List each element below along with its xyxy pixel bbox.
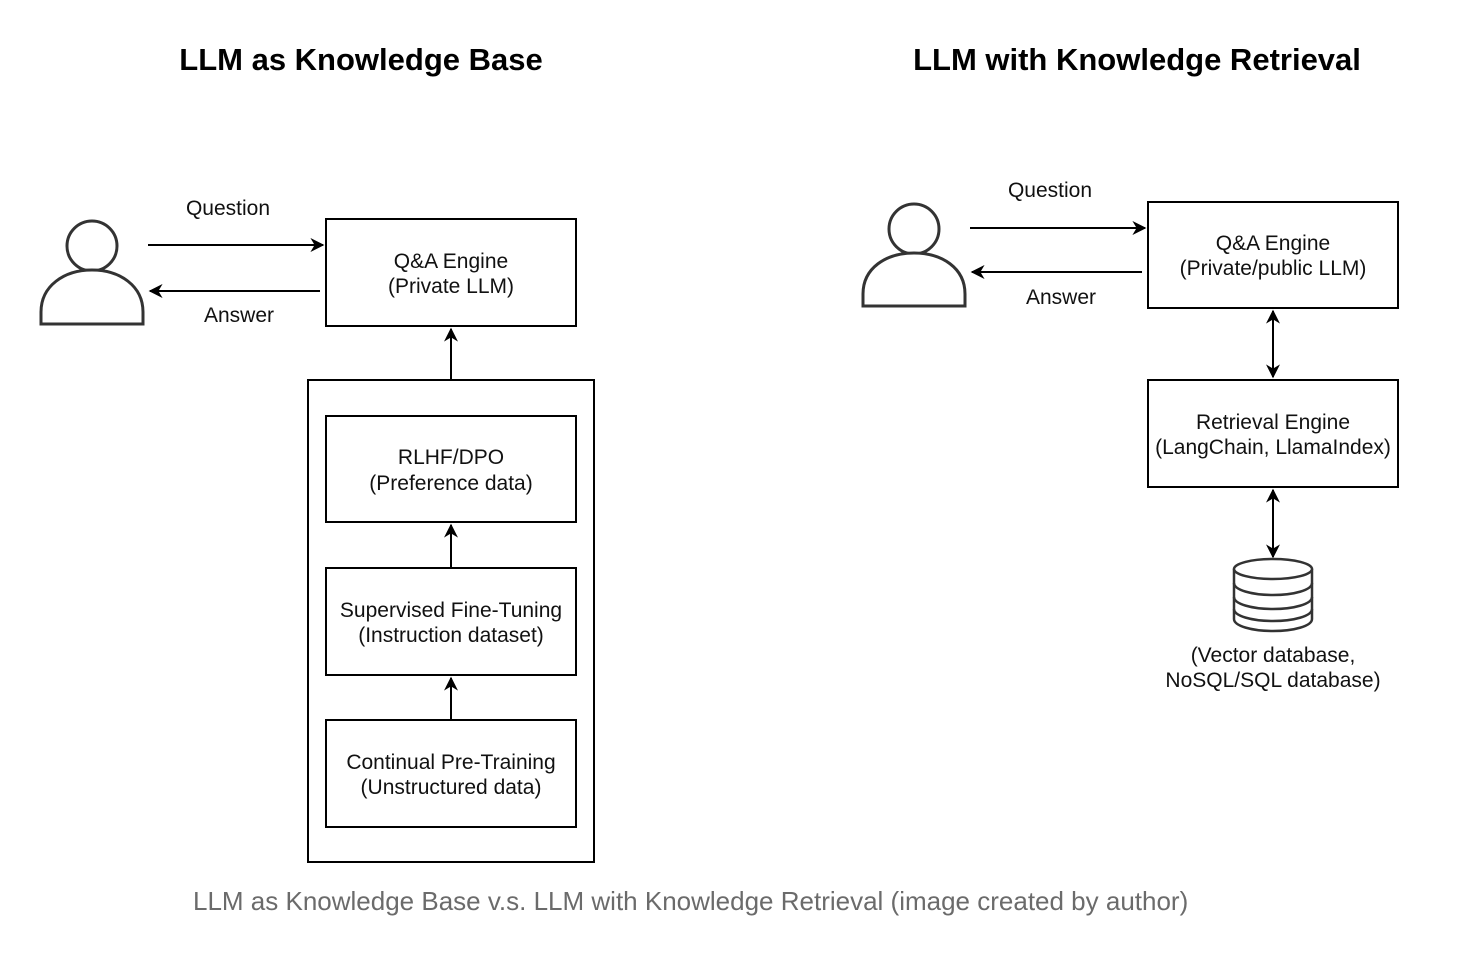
cpt-sublabel: (Unstructured data) — [361, 776, 542, 799]
left-diagram: LLM as Knowledge Base Question Answer Q&… — [39, 42, 595, 863]
answer-label: Answer — [1026, 286, 1096, 309]
cpt-label: Continual Pre-Training — [346, 751, 555, 774]
qa-engine-sublabel: (Private/public LLM) — [1180, 257, 1367, 280]
continual-pre-training-box: Continual Pre-Training (Unstructured dat… — [325, 719, 577, 828]
right-diagram-title: LLM with Knowledge Retrieval — [913, 42, 1361, 77]
rlhf-dpo-sublabel: (Preference data) — [369, 472, 532, 495]
database-icon — [1232, 557, 1314, 633]
figure-caption: LLM as Knowledge Base v.s. LLM with Know… — [193, 886, 1189, 916]
question-label: Question — [186, 197, 270, 220]
user-icon — [39, 219, 145, 326]
database-label: (Vector database, — [1191, 644, 1356, 667]
retrieval-engine-sublabel: (LangChain, LlamaIndex) — [1155, 436, 1391, 459]
answer-label: Answer — [204, 304, 274, 327]
database-sublabel: NoSQL/SQL database) — [1165, 669, 1380, 692]
qa-engine-label: Q&A Engine — [1216, 232, 1330, 255]
supervised-fine-tuning-box: Supervised Fine-Tuning (Instruction data… — [325, 567, 577, 676]
right-diagram: LLM with Knowledge Retrieval Question An… — [861, 42, 1399, 692]
rlhf-dpo-label: RLHF/DPO — [398, 446, 504, 469]
qa-engine-box: Q&A Engine (Private/public LLM) — [1147, 201, 1399, 309]
user-icon — [861, 202, 967, 308]
qa-engine-label: Q&A Engine — [394, 250, 508, 273]
retrieval-engine-label: Retrieval Engine — [1196, 411, 1350, 434]
sft-label: Supervised Fine-Tuning — [340, 599, 562, 622]
question-label: Question — [1008, 179, 1092, 202]
qa-engine-sublabel: (Private LLM) — [388, 275, 514, 298]
rlhf-dpo-box: RLHF/DPO (Preference data) — [325, 415, 577, 523]
retrieval-engine-box: Retrieval Engine (LangChain, LlamaIndex) — [1147, 379, 1399, 488]
qa-engine-box: Q&A Engine (Private LLM) — [325, 218, 577, 327]
left-diagram-title: LLM as Knowledge Base — [179, 42, 542, 77]
sft-sublabel: (Instruction dataset) — [358, 624, 544, 647]
